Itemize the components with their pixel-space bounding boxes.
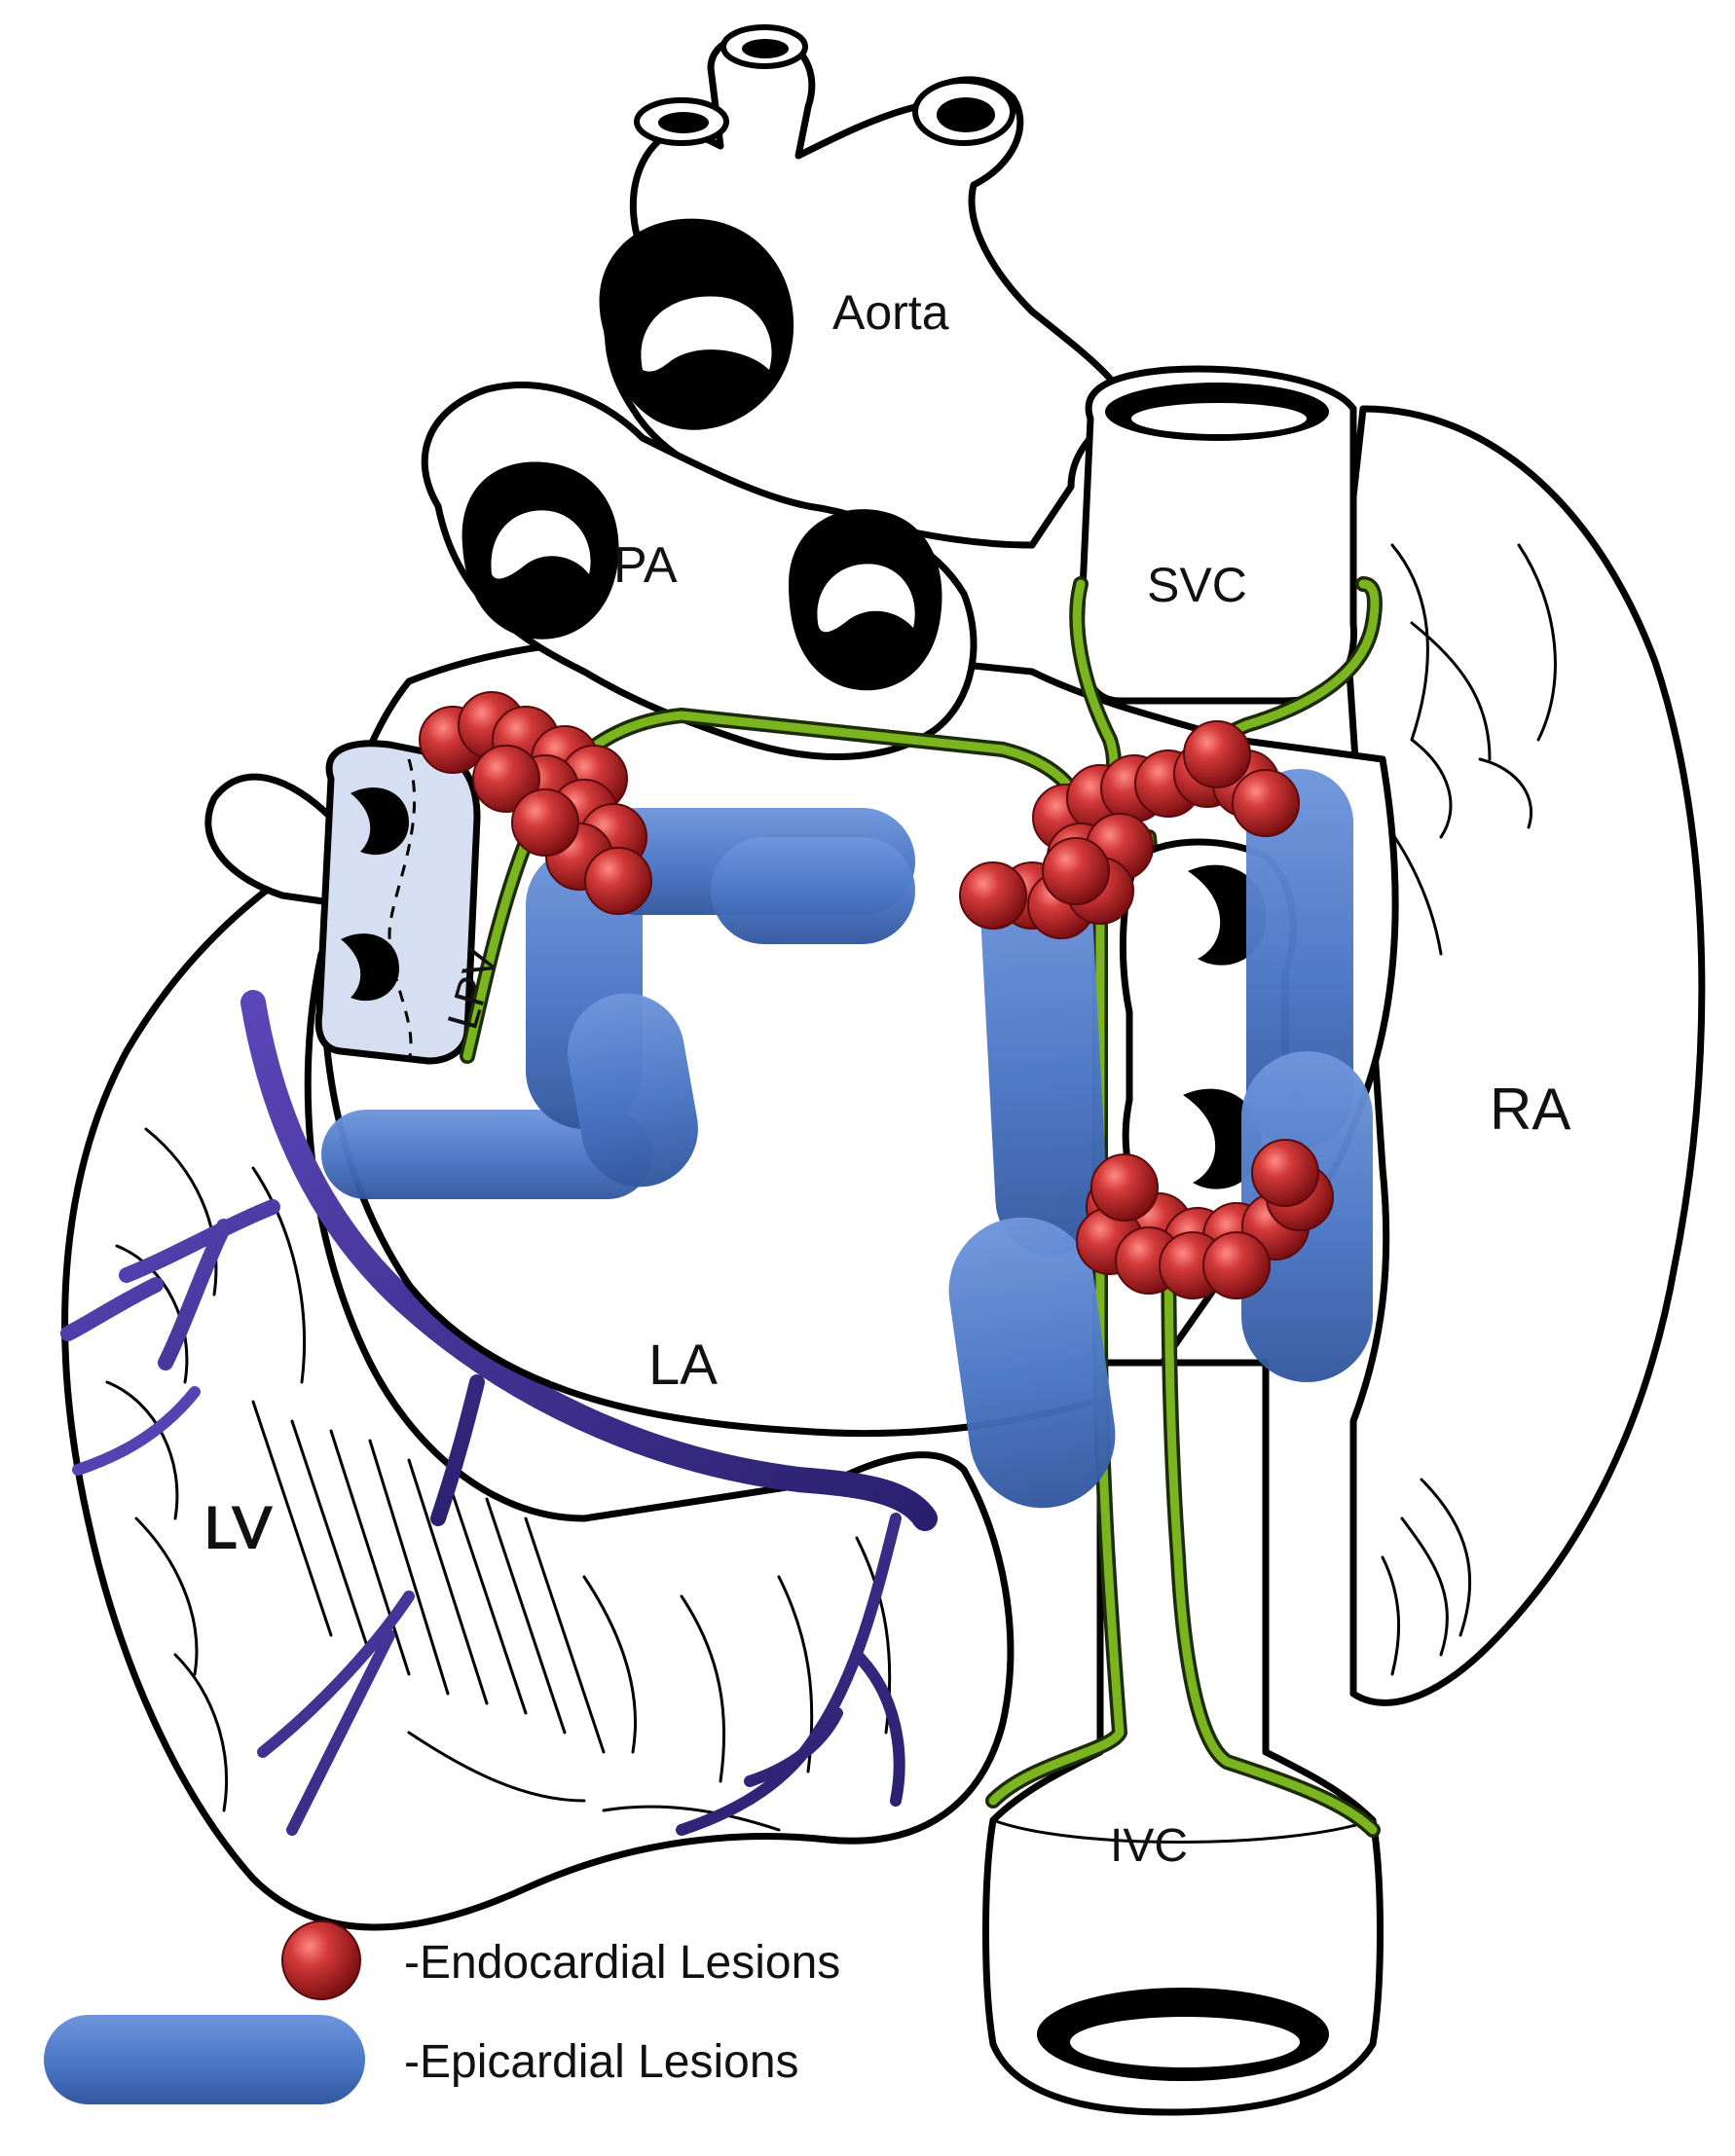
- legend-endocardial-text: -Endocardial Lesions: [404, 1937, 840, 1989]
- aorta-vessel: [599, 24, 1133, 549]
- endocardial-lesion-dot: [1232, 769, 1300, 837]
- epicardial-lesion-bar: [1246, 769, 1353, 1149]
- legend-epicardial-text: -Epicardial Lesions: [404, 2036, 799, 2088]
- endocardial-lesion-dot: [1251, 1139, 1319, 1207]
- epicardial-lesion-bar: [948, 1217, 1116, 1509]
- endocardial-lesion-dot: [1202, 1231, 1271, 1299]
- aorta-label: Aorta: [832, 285, 949, 340]
- lv-label: LV: [204, 1495, 272, 1560]
- endocardial-lesion-dot: [472, 745, 540, 813]
- endocardial-lesion-dot: [584, 847, 652, 915]
- endocardial-lesion-dot: [959, 861, 1027, 930]
- ra-label: RA: [1490, 1077, 1570, 1142]
- left-ventricle: [61, 804, 1015, 1931]
- endocardial-lesion-dot: [1042, 837, 1110, 905]
- endocardial-lesion-dot: [1090, 1153, 1159, 1222]
- endocardial-lesion-dot: [511, 788, 579, 857]
- svc-label: SVC: [1147, 558, 1247, 612]
- epicardial-lesion-bar: [321, 1110, 652, 1199]
- endocardial-lesion-dot: [1183, 720, 1251, 788]
- endocardial-lesions: [419, 691, 1334, 1299]
- epicardial-lesion-bar: [568, 993, 698, 1188]
- pa-label: PA: [613, 537, 678, 594]
- legend-epicardial-swatch: [44, 2015, 365, 2104]
- svc-vessel: [1077, 365, 1357, 705]
- ivc-label: IVC: [1110, 1820, 1188, 1872]
- ivc-vessel: [982, 1359, 1384, 2116]
- epicardial-lesions: [321, 769, 1373, 1509]
- coronary-veins: [60, 990, 938, 1836]
- pulmonary-artery: [421, 382, 978, 760]
- epicardial-lesion-bar: [711, 837, 915, 944]
- right-atrium: [1340, 405, 1706, 1706]
- left-pulmonary-veins: [314, 740, 481, 1065]
- epicardial-lesion-bar: [980, 866, 1108, 1256]
- legend: -Endocardial Lesions -Epicardial Lesions: [44, 1920, 840, 2104]
- legend-endocardial-swatch: [281, 1920, 361, 2000]
- la-label: LA: [648, 1334, 718, 1397]
